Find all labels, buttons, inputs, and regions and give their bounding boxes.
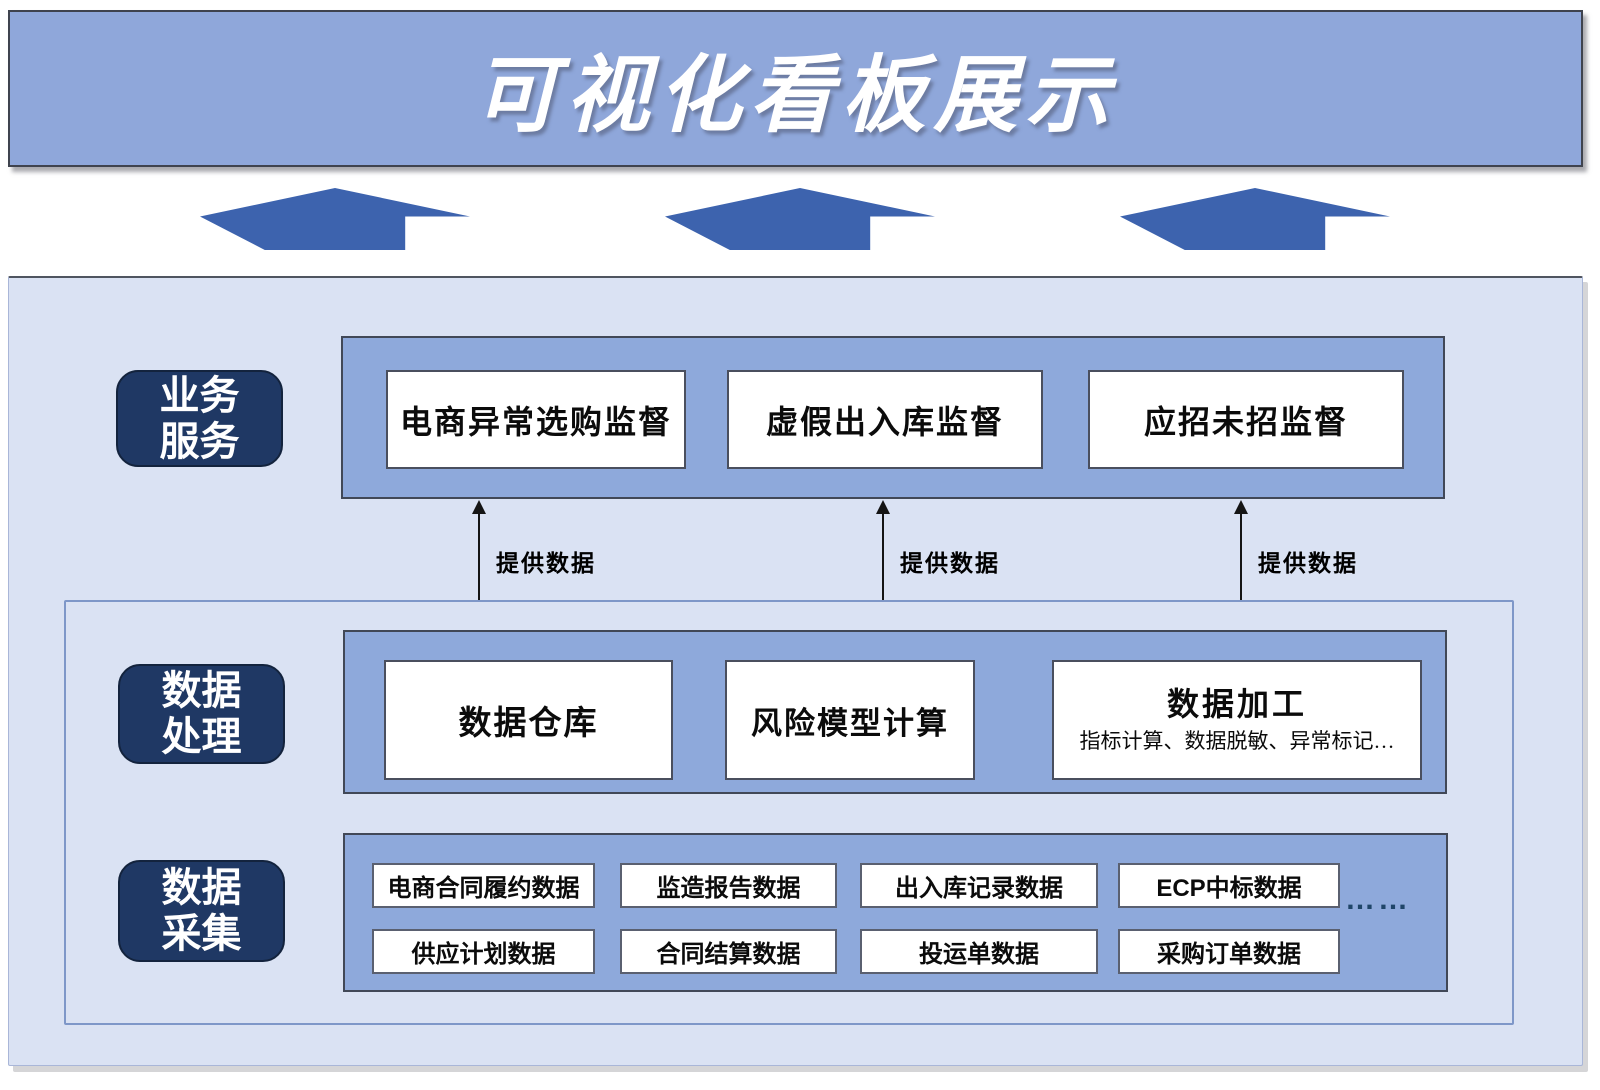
data-processing-label-line1: 数据	[161, 668, 242, 713]
data-processing-container: 数据仓库 风险模型计算 数据加工 指标计算、数据脱敏、异常标记…	[343, 630, 1447, 794]
collection-box-supervision-report: 监造报告数据	[620, 863, 837, 908]
ellipsis-more-data: ……	[1345, 883, 1411, 916]
up-block-arrow-icon	[200, 188, 470, 250]
business-service-label-line1: 业务	[159, 372, 240, 418]
up-block-arrow-icon	[665, 188, 935, 250]
up-arrow-icon	[876, 500, 890, 600]
processing-box-data-warehouse: 数据仓库	[384, 660, 673, 780]
collection-box-contract-settlement: 合同结算数据	[620, 929, 837, 974]
processing-box-risk-model-computation: 风险模型计算	[725, 660, 975, 780]
arrowhead-icon	[472, 500, 486, 514]
business-service-label: 业务 服务	[116, 370, 283, 467]
data-processing-label-line2: 处理	[161, 714, 242, 759]
up-arrow-icon	[472, 500, 486, 600]
collection-box-purchase-order: 采购订单数据	[1118, 929, 1340, 974]
business-service-label-line2: 服务	[159, 418, 240, 464]
collection-box-ecommerce-contract-performance: 电商合同履约数据	[372, 863, 595, 908]
arrow-shaft	[1240, 511, 1242, 600]
up-block-arrow-icon	[1120, 188, 1390, 250]
collection-box-commissioning-order: 投运单数据	[860, 929, 1098, 974]
arrowhead-icon	[876, 500, 890, 514]
business-box-ecommerce-abnormal-purchase: 电商异常选购监督	[386, 370, 686, 469]
collection-box-supply-plan: 供应计划数据	[372, 929, 595, 974]
processing-box-subtitle: 指标计算、数据脱敏、异常标记…	[1079, 729, 1395, 753]
data-collection-label-line2: 采集	[161, 911, 242, 956]
business-box-label: 电商异常选购监督	[399, 403, 672, 440]
data-processing-label: 数据 处理	[118, 664, 285, 764]
business-service-container: 电商异常选购监督 虚假出入库监督 应招未招监督	[341, 336, 1445, 499]
banner: 可视化看板展示	[8, 10, 1583, 167]
provide-data-label: 提供数据	[900, 550, 1000, 576]
collection-box-ecp-bid-winning: ECP中标数据	[1118, 863, 1340, 908]
business-box-should-bid-not-bid: 应招未招监督	[1088, 370, 1404, 469]
provide-data-label: 提供数据	[496, 550, 596, 576]
data-collection-label-line1: 数据	[161, 865, 242, 910]
business-box-fake-inout-warehouse: 虚假出入库监督	[727, 370, 1043, 469]
processing-box-data-processing: 数据加工 指标计算、数据脱敏、异常标记…	[1052, 660, 1422, 780]
processing-box-label: 数据仓库	[458, 706, 599, 742]
inner-panel: 数据 处理 数据仓库 风险模型计算 数据加工 指标计算、数据脱敏、异常标记… 数…	[64, 600, 1514, 1025]
banner-title: 可视化看板展示	[473, 48, 1118, 142]
processing-box-title: 数据加工	[1166, 686, 1307, 722]
collection-box-inout-warehouse-records: 出入库记录数据	[860, 863, 1098, 908]
processing-box-label: 风险模型计算	[751, 705, 949, 741]
outer-panel: 业务 服务 电商异常选购监督 虚假出入库监督 应招未招监督 提	[8, 276, 1583, 1066]
business-box-label: 虚假出入库监督	[765, 403, 1004, 440]
business-box-label: 应招未招监督	[1143, 403, 1348, 440]
up-arrow-icon	[1234, 500, 1248, 600]
data-collection-container: 电商合同履约数据 监造报告数据 出入库记录数据 ECP中标数据 供应计划数据 合…	[343, 833, 1448, 992]
provide-data-label: 提供数据	[1258, 550, 1358, 576]
data-collection-label: 数据 采集	[118, 860, 285, 962]
arrow-shaft	[882, 511, 884, 600]
arrowhead-icon	[1234, 500, 1248, 514]
arrow-shaft	[478, 511, 480, 600]
